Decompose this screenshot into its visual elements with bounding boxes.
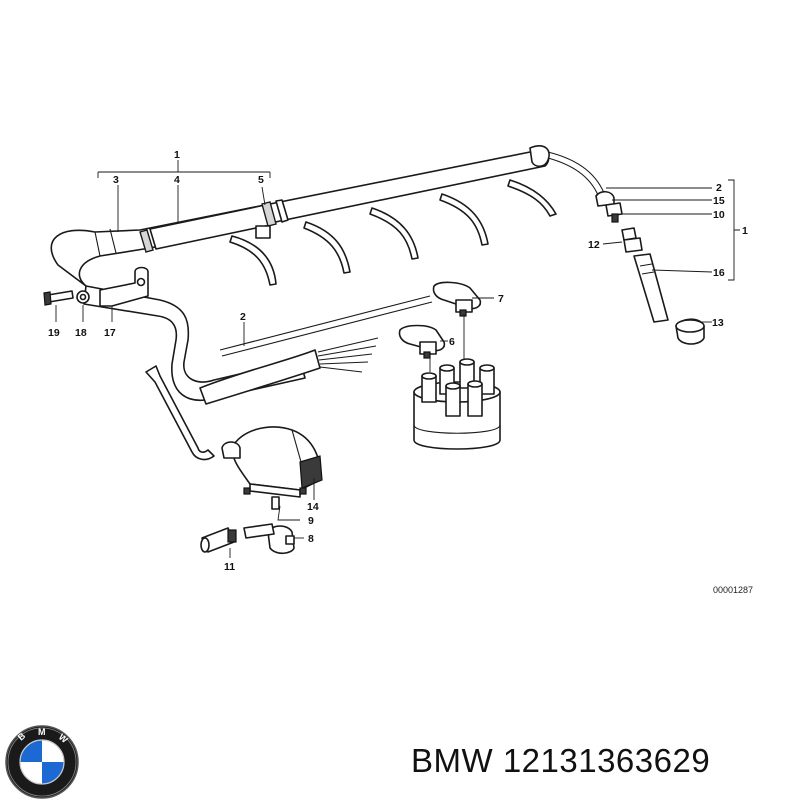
- mounting-bracket: [43, 266, 149, 307]
- connector-7: [432, 281, 482, 317]
- callout-15: 15: [713, 195, 725, 207]
- callout-1-right: 1: [742, 225, 748, 237]
- callout-14: 14: [307, 501, 319, 513]
- callout-9: 9: [308, 515, 314, 527]
- callout-8: 8: [308, 533, 314, 545]
- reference-code: 00001287: [713, 585, 753, 595]
- svg-text:M: M: [38, 727, 46, 737]
- suppression-boot: [221, 426, 323, 498]
- callout-16: 16: [713, 267, 725, 279]
- lead-conduit: [50, 145, 607, 287]
- leader-lines: [55, 160, 740, 558]
- callout-19: 19: [48, 327, 60, 339]
- callout-18: 18: [75, 327, 87, 339]
- connector-9: [271, 496, 280, 510]
- callout-labels: 1 3 4 5 2 15 10 1 12 16 13 19 18 17 2 7 …: [48, 149, 753, 595]
- right-plug-assembly: [595, 190, 705, 345]
- distributor-cap: [413, 314, 501, 450]
- callout-17: 17: [104, 327, 116, 339]
- callout-2-right: 2: [716, 182, 722, 194]
- svg-text:B: B: [16, 730, 28, 742]
- lead-bundle: [145, 295, 433, 461]
- connector-6: [398, 324, 446, 359]
- callout-12: 12: [588, 239, 600, 251]
- callout-1-top: 1: [174, 149, 180, 161]
- callout-10: 10: [713, 209, 725, 221]
- callout-7: 7: [498, 293, 504, 305]
- callout-11: 11: [224, 561, 235, 573]
- bmw-logo: B M W: [5, 725, 79, 799]
- callout-5: 5: [258, 174, 264, 186]
- callout-6: 6: [449, 336, 455, 348]
- connector-8: [243, 523, 295, 555]
- connector-11: [200, 527, 237, 553]
- callout-2-mid: 2: [240, 311, 246, 323]
- callout-3: 3: [113, 174, 119, 186]
- callout-4: 4: [174, 174, 180, 186]
- part-number-caption: BMW 12131363629: [411, 742, 711, 779]
- callout-13: 13: [712, 317, 724, 329]
